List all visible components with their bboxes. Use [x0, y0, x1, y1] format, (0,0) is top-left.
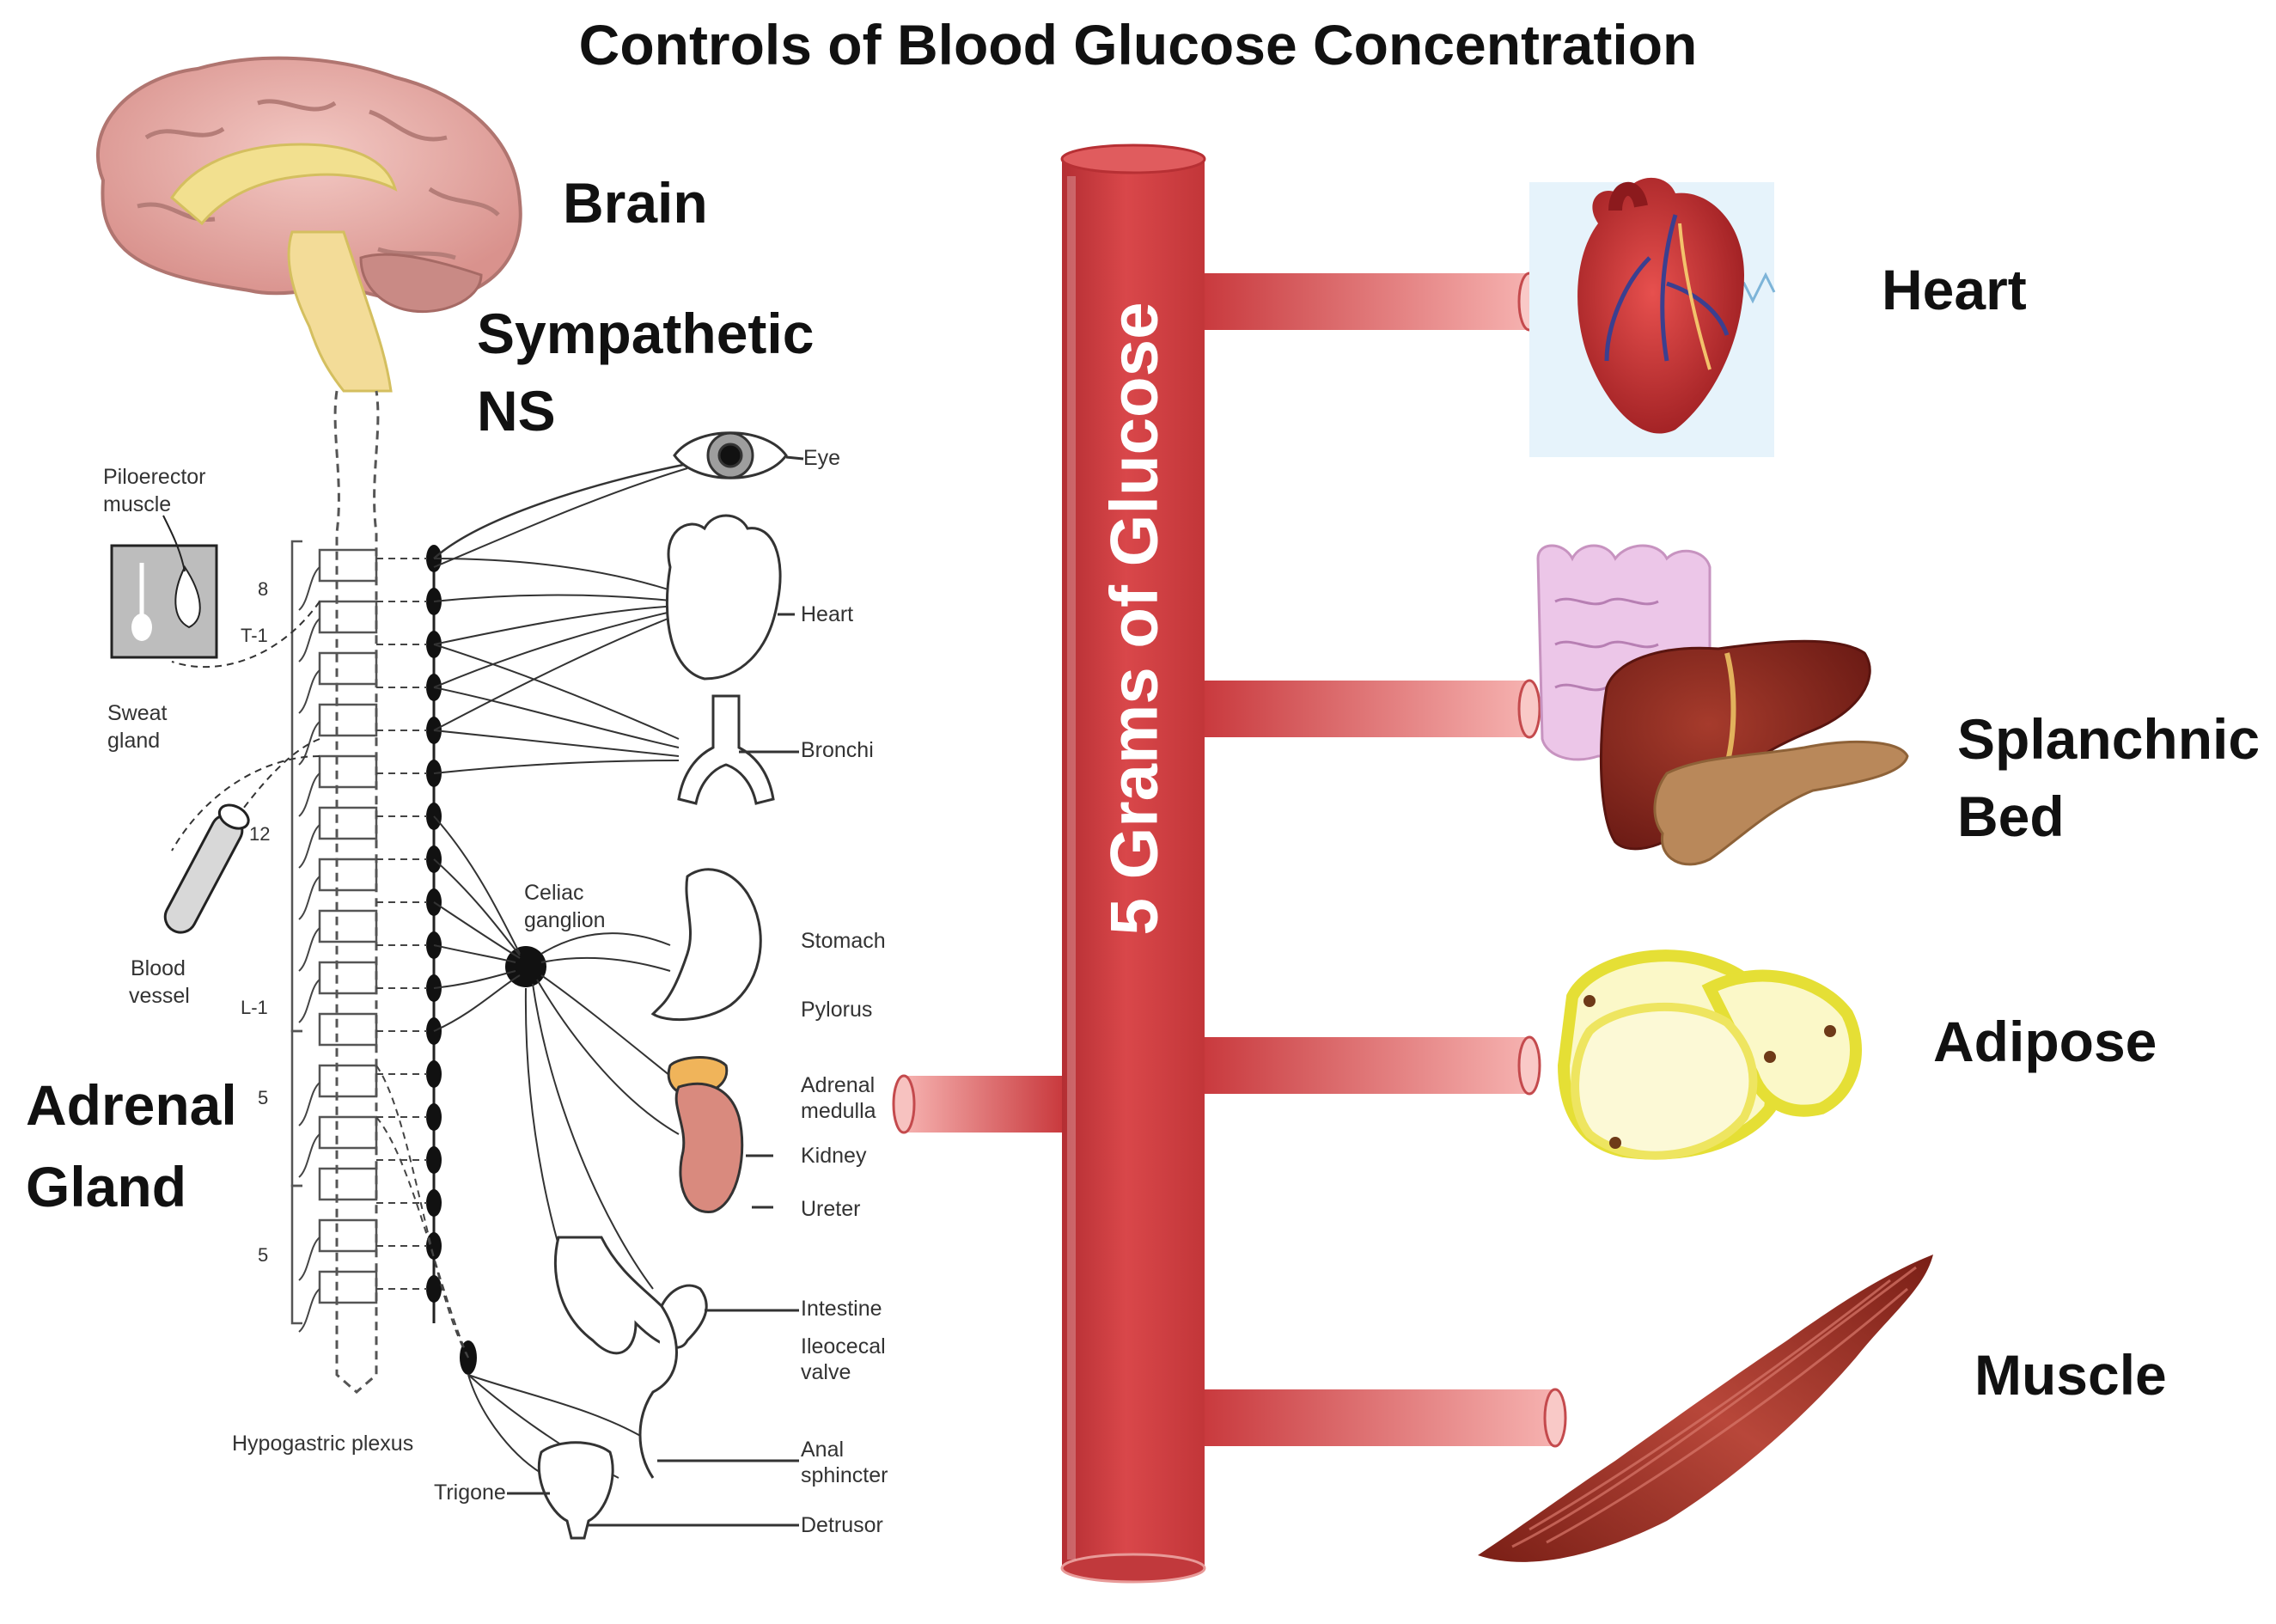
glucose-vessel	[1060, 143, 1206, 1584]
celiac-ganglion-label-line1: Celiac	[524, 881, 584, 905]
kidney-target-label: Kidney	[801, 1144, 867, 1168]
adrenal-medulla-target-label-line2: medulla	[801, 1099, 876, 1123]
spinal-level-label: 5	[258, 1244, 269, 1266]
piloerector-label-line2: muscle	[103, 492, 172, 516]
pylorus-target-label: Pylorus	[801, 998, 873, 1022]
brain-illustration	[96, 56, 522, 393]
spinal-level-label: 12	[249, 823, 271, 845]
eye-target-label: Eye	[803, 446, 841, 470]
adipose-illustration	[1557, 949, 1862, 1160]
sweat-gland-label-line1: Sweat	[107, 701, 168, 725]
sympathetic-label-line1: Sympathetic	[477, 302, 815, 365]
ileocecal-target-label-line2: valve	[801, 1360, 851, 1384]
diagram-title: Controls of Blood Glucose Concentration	[578, 13, 1698, 76]
heart-target-label: Heart	[801, 602, 854, 626]
anal-sphincter-target-label-line2: sphincter	[801, 1463, 888, 1487]
nerve-target-sketches	[507, 431, 804, 1540]
branch-adipose	[1205, 1035, 1541, 1096]
blood-vessel-label-line1: Blood	[131, 956, 186, 980]
heart-label: Heart	[1882, 258, 2027, 321]
branch-heart	[1205, 272, 1541, 332]
celiac-ganglion-label-line2: ganglion	[524, 908, 606, 932]
adrenal-gland-label-line2: Gland	[26, 1155, 187, 1218]
piloerector-label-line1: Piloerector	[103, 465, 206, 489]
stomach-target-label: Stomach	[801, 929, 886, 953]
adipose-label: Adipose	[1933, 1010, 2157, 1073]
muscle-label: Muscle	[1974, 1343, 2167, 1407]
spinal-level-label: T-1	[241, 625, 268, 646]
adrenal-gland-label-line1: Adrenal	[26, 1073, 237, 1137]
spinal-level-label: 8	[258, 578, 269, 600]
splanchnic-label-line1: Splanchnic	[1957, 707, 2261, 771]
spinal-level-label: 5	[258, 1087, 269, 1108]
sweat-gland-label-line2: gland	[107, 729, 161, 753]
bronchi-target-label: Bronchi	[801, 738, 874, 762]
sympathetic-chain-diagram	[110, 390, 688, 1479]
trigone-target-label: Trigone	[434, 1481, 506, 1505]
hypogastric-plexus-label: Hypogastric plexus	[232, 1432, 414, 1456]
detrusor-target-label: Detrusor	[801, 1513, 883, 1537]
sympathetic-label-line2: NS	[477, 379, 556, 443]
anal-sphincter-target-label-line1: Anal	[801, 1438, 845, 1462]
vessel-label-text: 5 Grams of Glucose	[1095, 302, 1172, 936]
branch-muscle	[1205, 1388, 1567, 1448]
intestine-target-label: Intestine	[801, 1297, 882, 1321]
brain-label: Brain	[563, 171, 708, 235]
splanchnic-bed-illustration	[1536, 544, 1909, 866]
ureter-target-label: Ureter	[801, 1197, 861, 1221]
adrenal-medulla-target-label-line1: Adrenal	[801, 1073, 876, 1097]
ileocecal-target-label-line1: Ileocecal	[801, 1334, 886, 1358]
branch-adrenal	[892, 1074, 1062, 1134]
spinal-level-label: L-1	[241, 997, 268, 1018]
blood-vessel-label-line2: vessel	[129, 984, 190, 1008]
splanchnic-label-line2: Bed	[1957, 785, 2065, 848]
branch-splanchnic	[1205, 679, 1541, 739]
muscle-illustration	[1478, 1255, 1933, 1562]
heart-illustration	[1529, 177, 1776, 457]
